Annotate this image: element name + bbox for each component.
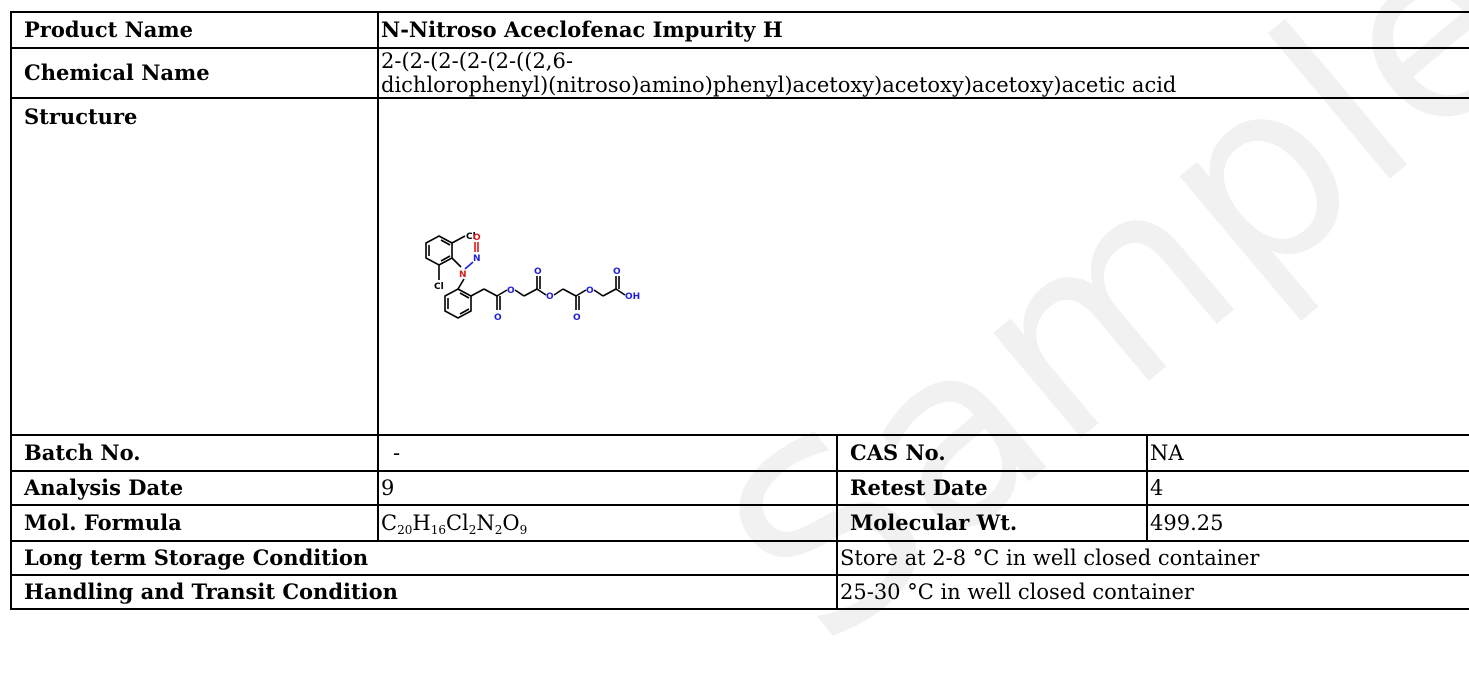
molecular-wt-value: 499.25 [1146,504,1469,542]
product-name-label: Product Name [10,11,379,49]
formula-n-h: 16 [430,523,446,537]
atom-o-ester-3: O [586,286,594,296]
row-dates: Analysis Date 9 Retest Date 4 [10,470,1469,506]
row-chemical-name: Chemical Name 2-(2-(2-(2-(2-((2,6- dichl… [10,47,1469,99]
row-product-name: Product Name N-Nitroso Aceclofenac Impur… [10,11,1469,49]
formula-n-c: 20 [397,523,413,537]
analysis-date-label: Analysis Date [10,470,379,506]
storage-value: Store at 2-8 °C in well closed container [836,540,1469,576]
coa-table: Product Name N-Nitroso Aceclofenac Impur… [10,11,1469,610]
structure-label-cell: Structure [10,97,379,436]
transit-label: Handling and Transit Condition [10,574,838,610]
atom-cl-bottom: Cl [434,282,444,292]
formula-el-o: O [502,511,520,535]
atom-n-nitroso: N [473,254,481,264]
atom-oh: OH [625,292,640,302]
cas-no-label: CAS No. [836,434,1148,472]
row-storage: Long term Storage Condition Store at 2-8… [10,540,1469,576]
transit-value: 25-30 °C in well closed container [836,574,1469,610]
chemical-name-value: 2-(2-(2-(2-(2-((2,6- dichlorophenyl)(nit… [377,47,1469,99]
structure-image-cell: Cl Cl N N O O O O O O O O OH [377,97,1469,436]
atom-o-ester-1: O [507,286,515,296]
atom-o-ester-2: O [546,292,554,302]
row-formula-weight: Mol. Formula C20H16Cl2N2O9 Molecular Wt.… [10,504,1469,542]
molecular-wt-label: Molecular Wt. [836,504,1148,542]
atom-o-carbonyl-3: O [573,313,581,323]
atom-n-amine: N [459,270,467,280]
batch-no-label: Batch No. [10,434,379,472]
row-batch-cas: Batch No. - CAS No. NA [10,434,1469,472]
retest-date-value: 4 [1146,470,1469,506]
structure-image: Cl Cl N N O O O O O O O O OH [379,99,1469,434]
atom-o-carbonyl-4: O [613,267,621,277]
retest-date-label: Retest Date [836,470,1148,506]
cas-no-value: NA [1146,434,1469,472]
batch-no-value: - [377,434,838,472]
atom-o-carbonyl-1: O [494,313,502,323]
formula-el-cl: Cl [445,511,469,535]
formula-n-n: 2 [494,523,503,537]
formula-n-cl: 2 [468,523,477,537]
mol-formula-label: Mol. Formula [10,504,379,542]
mol-formula-value: C20H16Cl2N2O9 [377,504,838,542]
formula-el-c: C [381,511,398,535]
atom-o-carbonyl-2: O [534,267,542,277]
molecule-structure-drawing: Cl Cl N N O O O O O O O O OH [425,232,640,323]
formula-el-n: N [476,511,495,535]
storage-label: Long term Storage Condition [10,540,838,576]
structure-label: Structure [24,104,138,129]
atom-cl-top: Cl [466,232,476,242]
analysis-date-value: 9 [377,470,838,506]
product-name-value: N-Nitroso Aceclofenac Impurity H [377,11,1469,49]
atom-o-nitroso: O [473,233,481,243]
row-transit: Handling and Transit Condition 25-30 °C … [10,574,1469,610]
formula-n-o: 9 [519,523,528,537]
formula-el-h: H [412,511,431,535]
chemical-name-label: Chemical Name [10,47,379,99]
chemical-name-line-1: 2-(2-(2-(2-(2-((2,6- [381,49,573,73]
row-structure: Structure [10,97,1469,436]
chemical-name-line-2: dichlorophenyl)(nitroso)amino)phenyl)ace… [381,73,1177,97]
